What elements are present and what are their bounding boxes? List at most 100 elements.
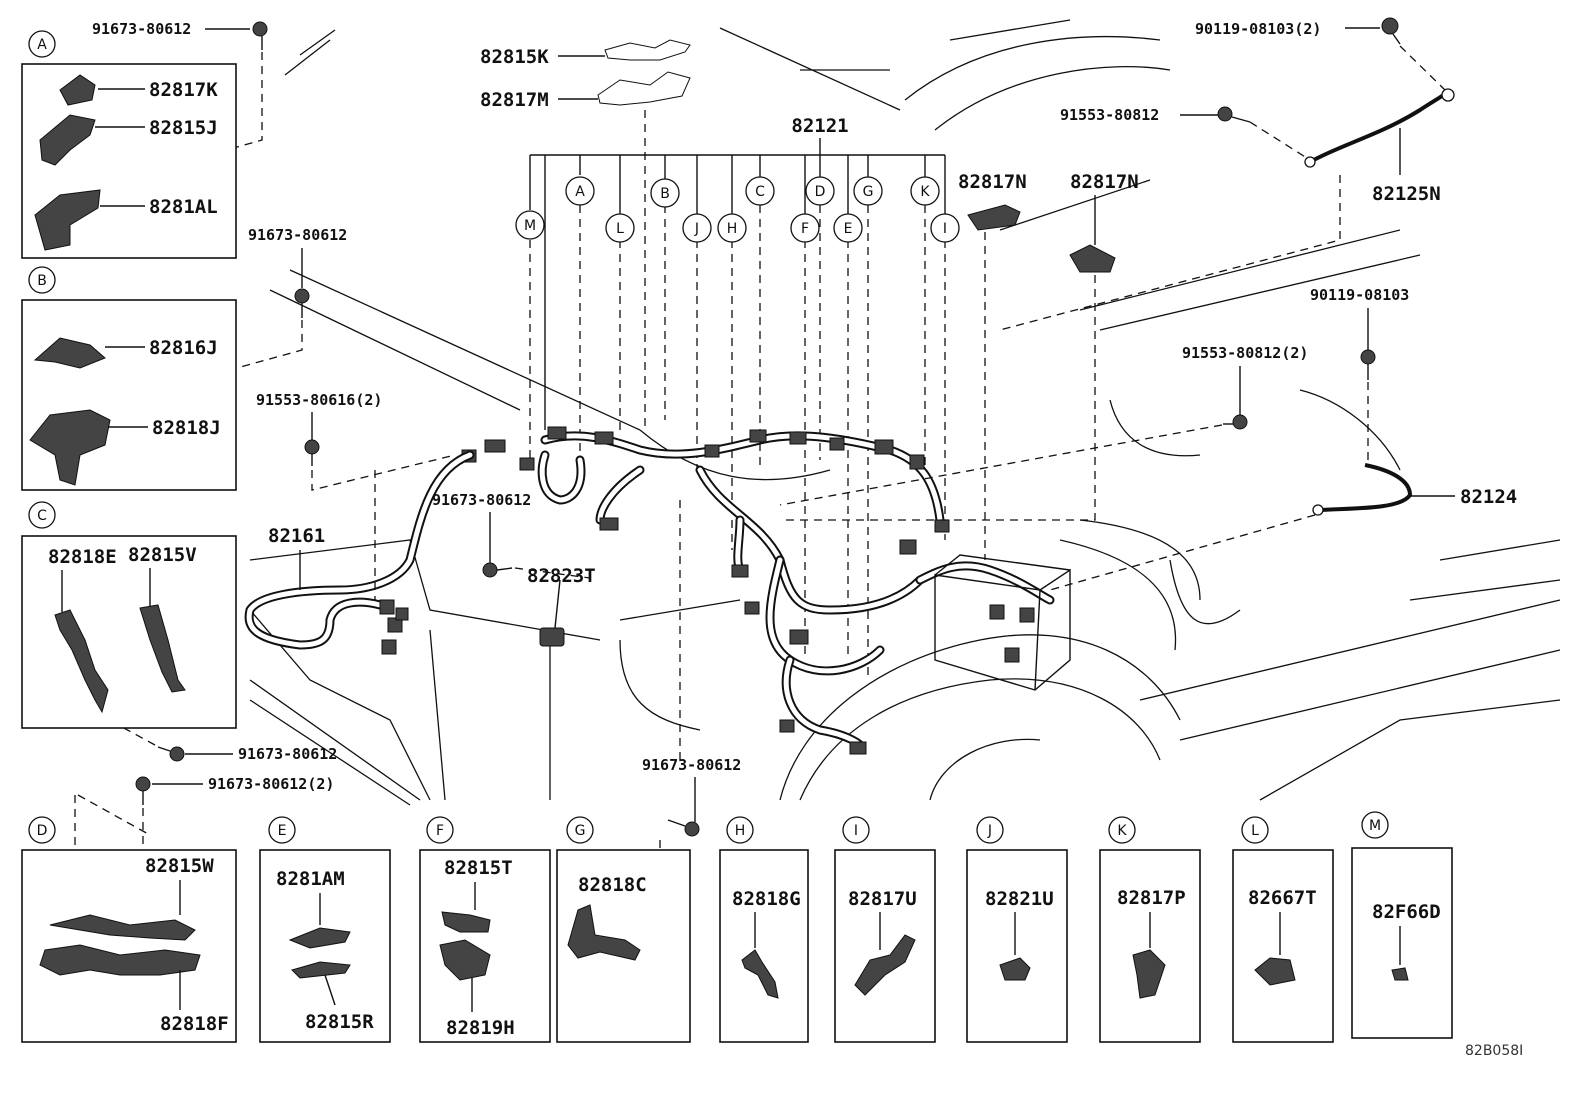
panel-J: J 82821U [966,816,1068,1043]
top-right-clamp: 91553-80812 [1060,106,1311,161]
svg-text:B: B [37,273,47,289]
branch-I: I [930,213,960,243]
panel-A: A 82817K 82815J 8281AL [21,30,237,259]
svg-text:82819H: 82819H [446,1017,515,1039]
svg-text:G: G [575,823,586,839]
cable-82161 [244,450,475,655]
svg-text:82818E: 82818E [48,546,117,568]
panel-E: E 8281AM 82815R [259,816,391,1043]
mid-left-bolt: 91673-80612 [77,226,347,413]
bottom-bolt-1: 91673-80612 [99,714,337,763]
svg-text:B: B [660,186,670,202]
svg-text:82125N: 82125N [1372,183,1441,205]
branch-D: D [805,176,835,206]
branch-G: G [853,176,883,206]
svg-text:91673-80612: 91673-80612 [642,756,741,774]
svg-text:F: F [801,221,809,237]
panel-H: H 82818G [719,816,809,1043]
branch-B: B [650,178,680,208]
svg-text:82818G: 82818G [732,888,801,910]
panel-C: C 82818E 82815V [21,501,237,729]
svg-text:91553-80812: 91553-80812 [1060,106,1159,124]
branch-M: M [515,210,545,240]
svg-text:82124: 82124 [1460,486,1517,508]
part-82817N-b: 82817N [780,171,1139,521]
svg-text:82815W: 82815W [145,855,214,877]
branch-L: L [605,213,635,243]
svg-text:J: J [694,221,699,237]
svg-text:82815K: 82815K [480,46,549,68]
svg-text:G: G [863,184,874,200]
svg-text:91673-80612: 91673-80612 [432,491,531,509]
svg-text:82F66D: 82F66D [1372,901,1441,923]
svg-text:L: L [616,221,624,237]
svg-text:J: J [987,823,992,839]
svg-text:82815T: 82815T [444,857,513,879]
svg-text:A: A [575,184,585,200]
svg-text:90119-08103: 90119-08103 [1310,286,1409,304]
svg-text:82815R: 82815R [305,1011,374,1033]
ground-82125N: 82125N [999,88,1455,331]
svg-text:82161: 82161 [268,525,325,547]
panel-F: F 82815T 82819H [419,816,551,1043]
branch-J: J [682,213,712,243]
svg-text:82817U: 82817U [848,888,917,910]
svg-text:82817N: 82817N [958,171,1027,193]
part-82817N-a: 82817N [958,171,1027,560]
svg-text:8281AL: 8281AL [149,196,218,218]
panel-K: K 82817P [1099,816,1201,1043]
branch-C: C [745,176,775,206]
svg-text:91553-80616(2): 91553-80616(2) [256,391,382,409]
svg-text:E: E [844,221,853,237]
top-right-bolt: 90119-08103(2) [1195,17,1446,91]
diagram-ref-code: 82B058I [1465,1043,1523,1059]
label-82161: 82161 [268,525,325,590]
panel-M: M 82F66D [1351,811,1453,1039]
harness-connectors [461,426,950,755]
harness-leader-lines [529,138,946,680]
svg-text:K: K [920,184,930,200]
svg-text:82817N: 82817N [1070,171,1139,193]
svg-text:91673-80612(2): 91673-80612(2) [208,775,334,793]
branch-E: E [833,213,863,243]
main-harness-label: 82121 [791,115,848,137]
vehicle-body-outline [249,19,1561,806]
svg-text:I: I [943,221,947,237]
ground-82124: 82124 [1049,463,1517,591]
svg-text:L: L [1251,823,1259,839]
main-harness [537,431,1055,750]
right-clamp: 91553-80812(2) [779,344,1308,506]
svg-text:A: A [37,37,47,53]
svg-text:D: D [37,823,48,839]
branch-H: H [717,213,747,243]
branch-K: K [910,176,940,206]
svg-text:91673-80612: 91673-80612 [248,226,347,244]
svg-text:I: I [854,823,858,839]
panel-B: B 82816J 82818J [21,266,237,491]
panel-G: G 82818C [556,816,691,1043]
svg-text:H: H [735,823,746,839]
svg-text:H: H [727,221,738,237]
branch-A: A [565,176,595,206]
svg-text:M: M [1369,818,1381,834]
svg-text:E: E [278,823,287,839]
svg-text:91673-80612: 91673-80612 [238,745,337,763]
svg-text:8281AM: 8281AM [276,868,345,890]
svg-text:82818J: 82818J [152,417,221,439]
svg-text:D: D [815,184,826,200]
svg-text:91673-80612: 91673-80612 [92,20,191,38]
center-bolt: 91673-80612 [432,491,591,579]
panel-L: L 82667T [1232,816,1334,1043]
svg-text:C: C [755,184,765,200]
branch-F: F [790,213,820,243]
panel-I: I 82817U [834,816,936,1043]
harness-branch-labels: M A L B J H C F D E G K I [515,176,960,243]
svg-text:90119-08103(2): 90119-08103(2) [1195,20,1321,38]
svg-text:82817K: 82817K [149,79,218,101]
svg-text:82818C: 82818C [578,874,647,896]
svg-text:M: M [524,218,536,234]
svg-text:82815J: 82815J [149,117,218,139]
part-82815K: 82815K [480,39,691,68]
battery [934,554,1071,691]
